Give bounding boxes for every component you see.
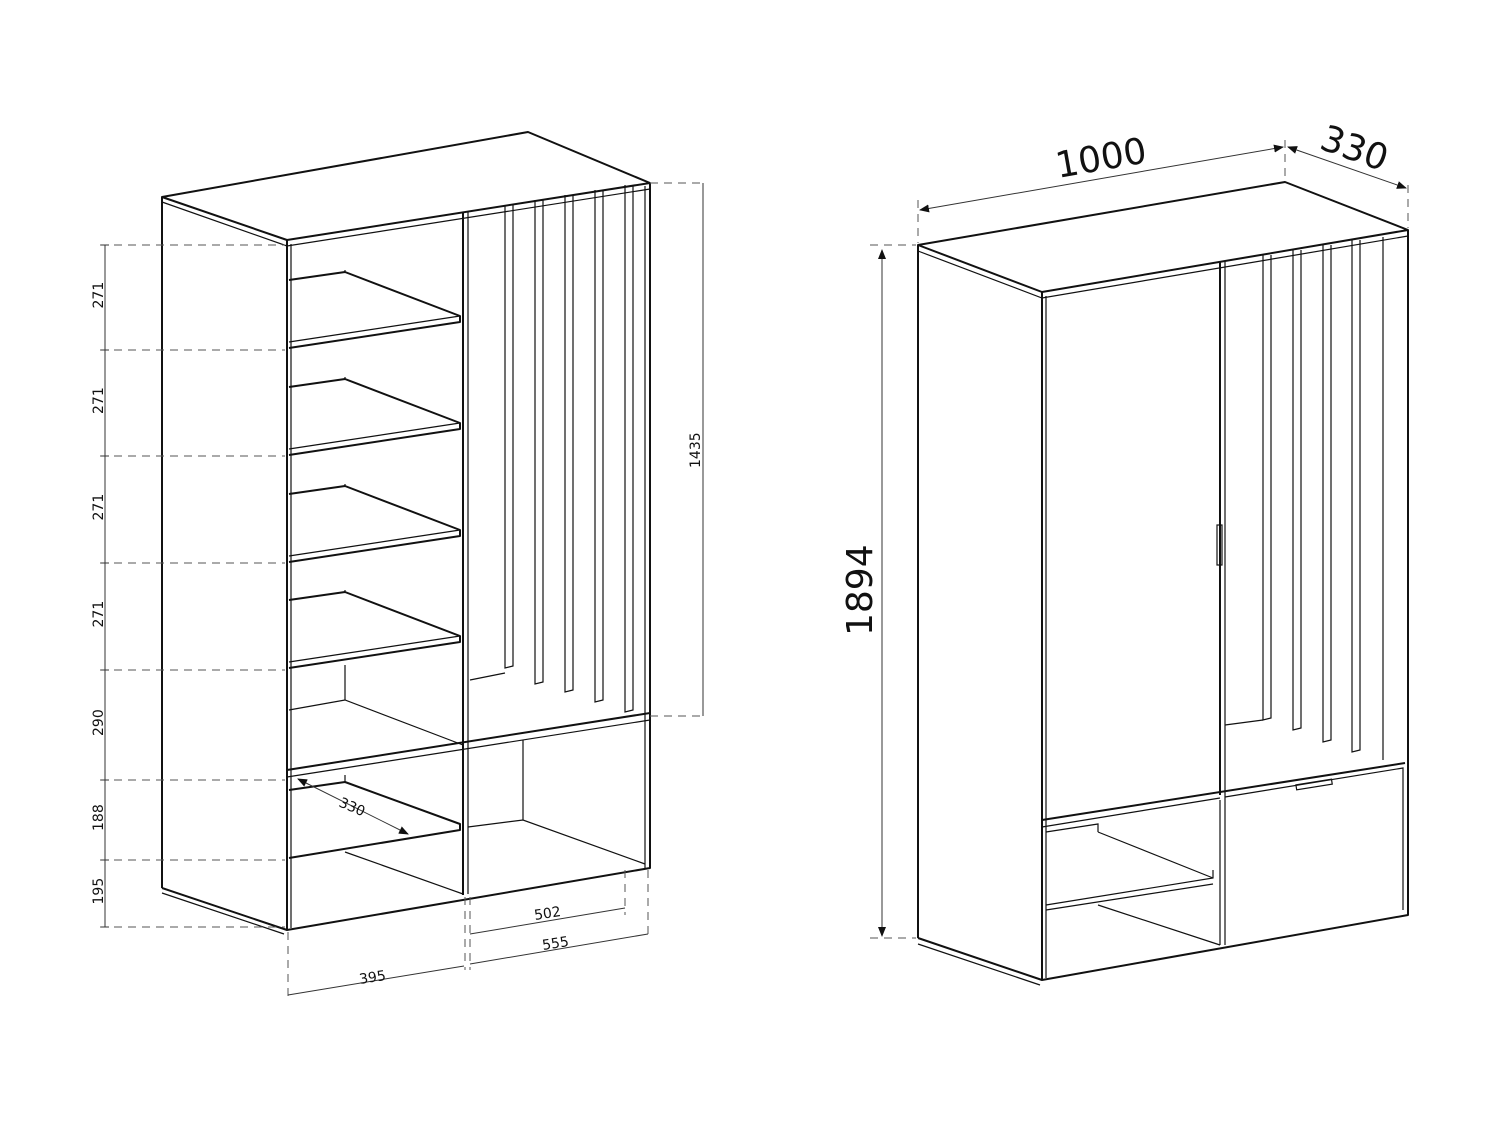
shelf <box>288 377 461 456</box>
slat <box>1262 255 1272 721</box>
slat <box>1322 245 1332 743</box>
right-top-panel <box>917 181 1409 293</box>
dim-hanging-height: 1435 <box>688 432 704 468</box>
dim-shelf-height: 271 <box>91 601 107 628</box>
slat <box>534 200 544 685</box>
dim-depth: 330 <box>1315 118 1394 180</box>
shelf <box>288 590 461 669</box>
shelf <box>288 270 461 349</box>
slat <box>624 185 634 713</box>
dim-shelf-height: 271 <box>91 494 107 521</box>
dim-shelf-height: 290 <box>91 709 107 736</box>
slat <box>1292 250 1302 731</box>
right-slats <box>1224 237 1384 760</box>
shelf <box>288 665 464 859</box>
shelf <box>288 484 461 563</box>
left-top-panel <box>161 131 651 241</box>
right-cabinet-closed-view <box>917 181 1409 986</box>
slat <box>1351 240 1361 753</box>
dim-height: 1894 <box>840 544 881 636</box>
dim-shelf-height: 188 <box>91 804 107 831</box>
left-cabinet-open-view <box>161 131 651 935</box>
door-handle <box>1216 524 1223 566</box>
dim-shelf-height: 195 <box>91 878 107 905</box>
dim-shelf-height: 271 <box>91 387 107 414</box>
shelves <box>288 270 464 859</box>
left-dimensions: 271 271 271 271 290 188 195 1435 330 395 502 5… <box>91 182 705 1000</box>
dim-right-inner-width: 502 <box>533 904 562 924</box>
hanging-slats <box>469 185 634 713</box>
dim-shelf-height: 271 <box>91 282 107 309</box>
dim-shelf-depth: 330 <box>336 795 367 820</box>
dim-right-width: 555 <box>541 934 570 954</box>
slat <box>504 205 514 669</box>
slat <box>594 190 604 703</box>
slat <box>564 195 574 693</box>
dim-left-width: 395 <box>358 968 387 988</box>
drawer-handle <box>1295 778 1333 791</box>
dim-width: 1000 <box>1052 131 1149 187</box>
